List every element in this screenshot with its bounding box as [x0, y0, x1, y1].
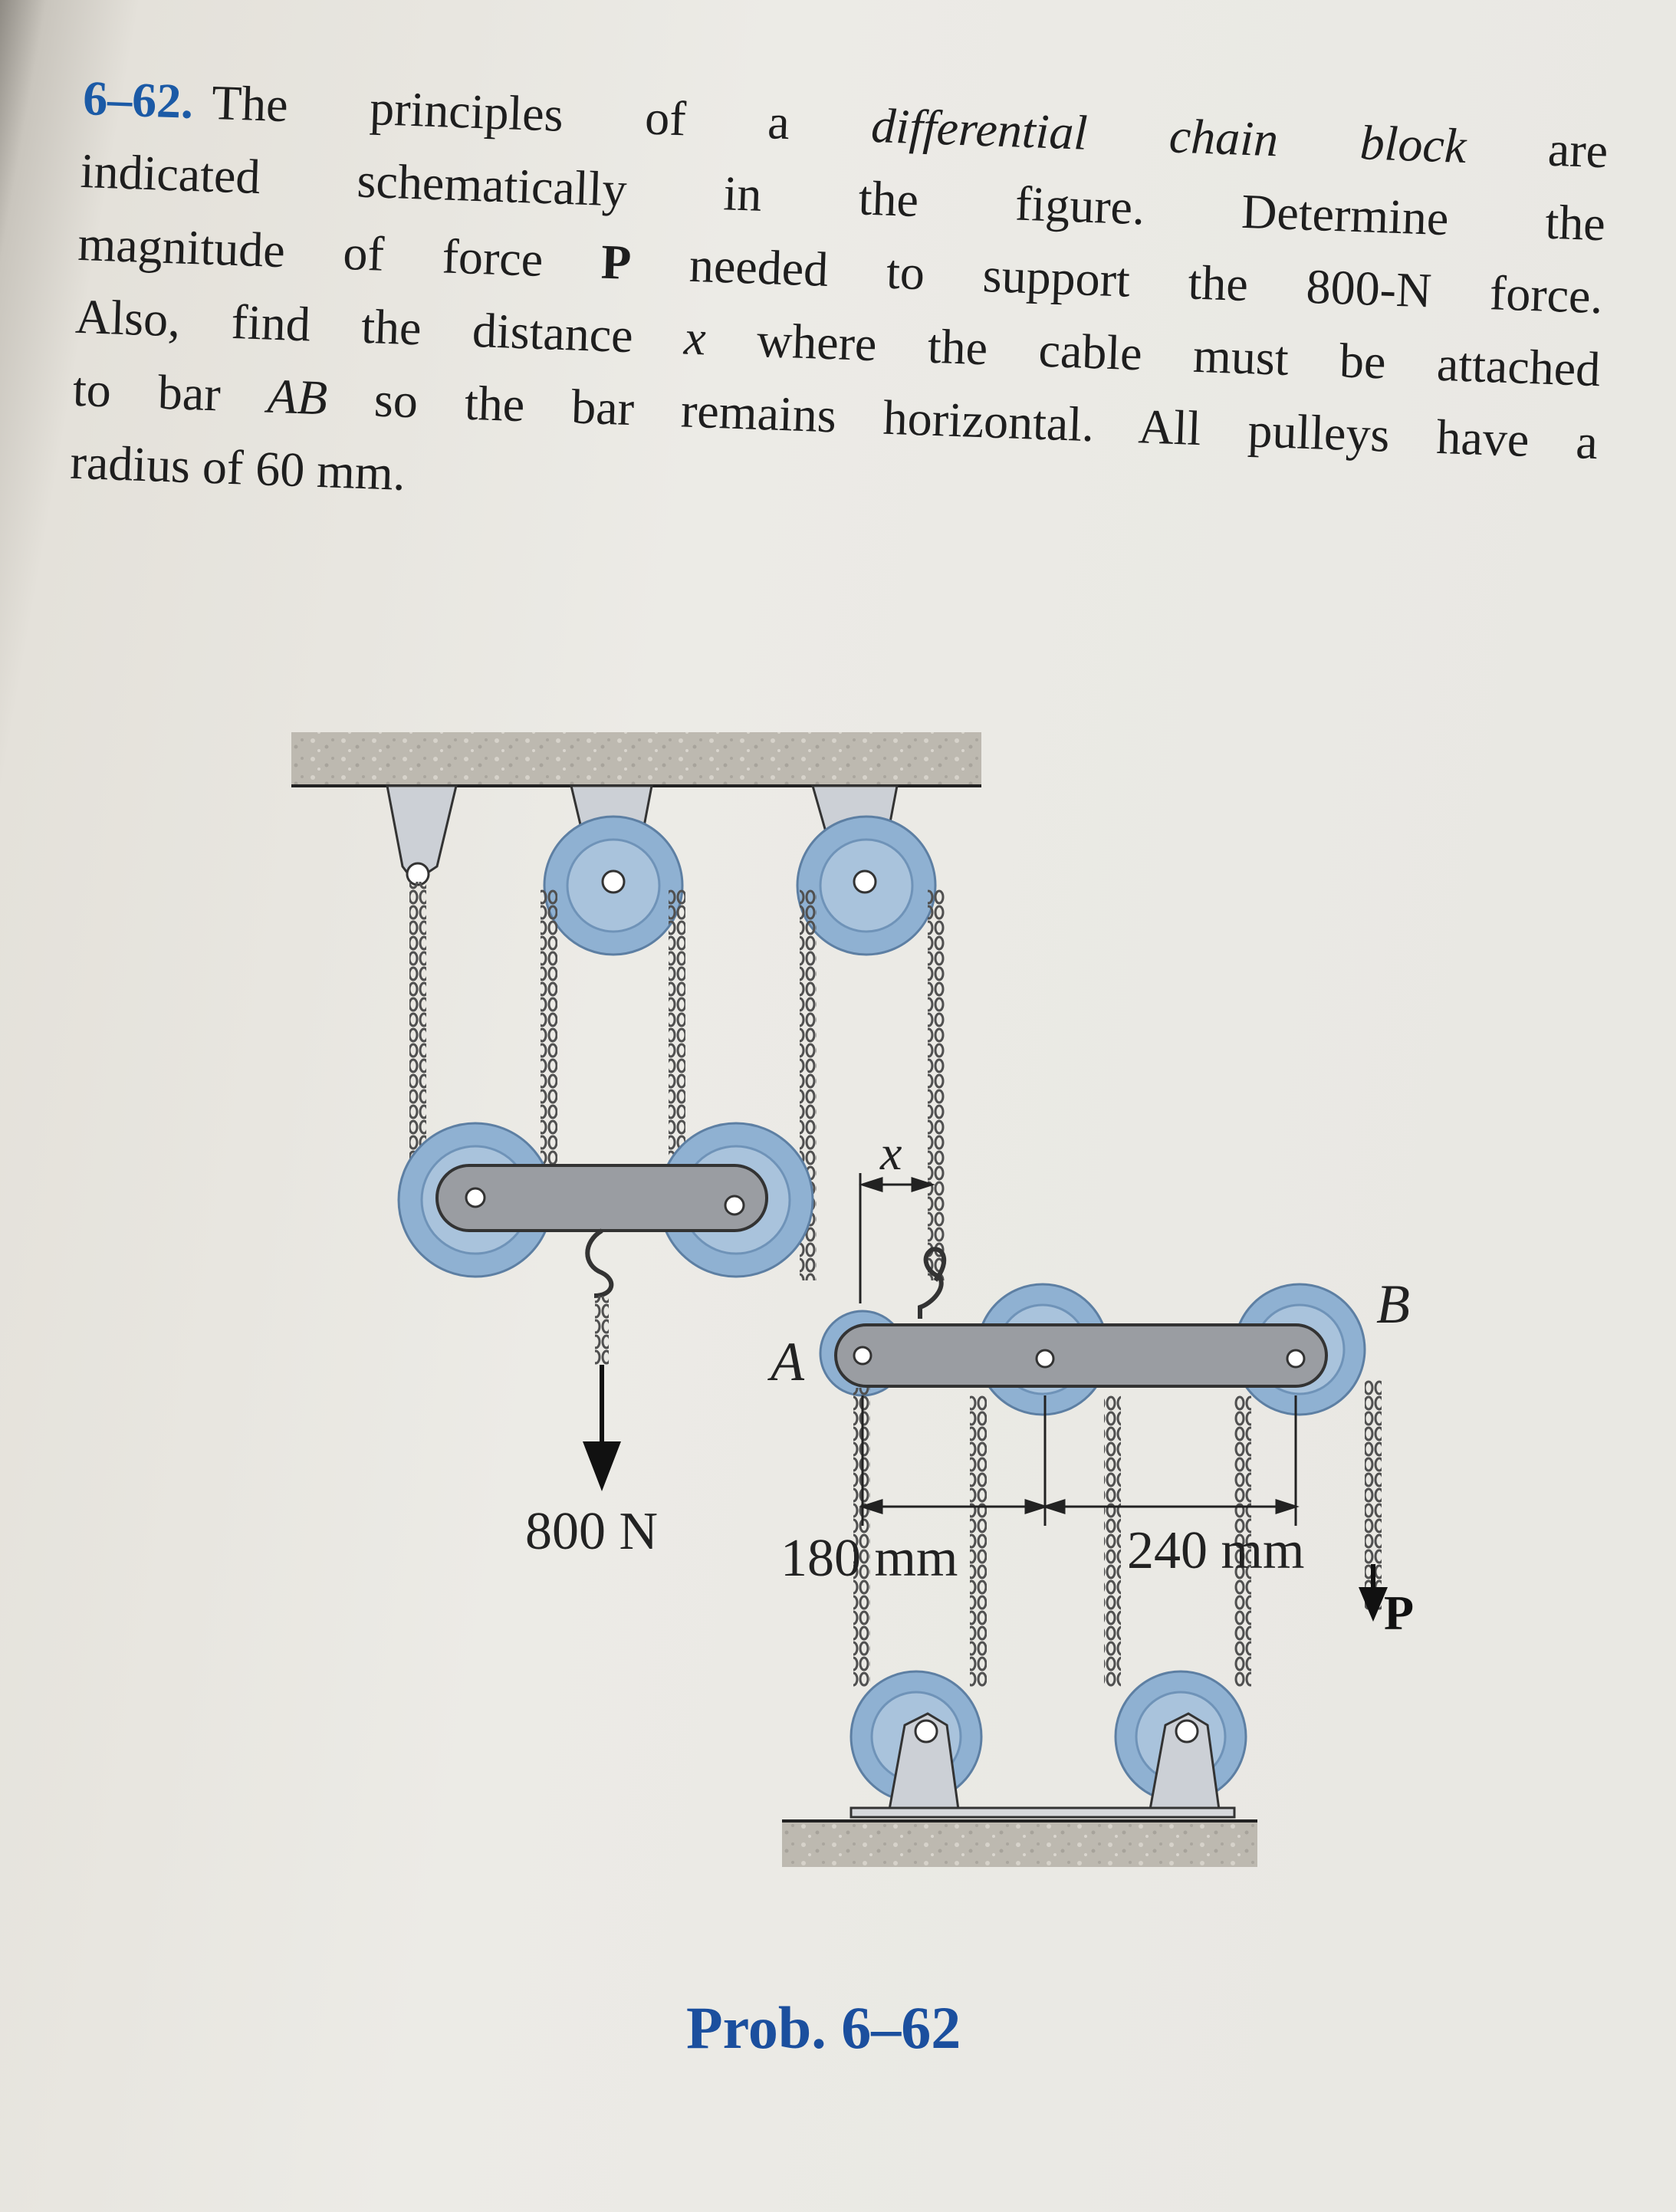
upper-movable-block	[397, 1122, 814, 1365]
load-label: 800 N	[525, 1502, 658, 1561]
label-b: B	[1376, 1274, 1410, 1335]
dimension-lines	[859, 1395, 1300, 1526]
p-arrow	[1359, 1564, 1388, 1622]
bottom-pulleys	[850, 1670, 1247, 1819]
label-x: x	[879, 1126, 902, 1180]
top-pulleys	[406, 815, 937, 956]
chains-upper	[409, 882, 945, 1280]
label-a: A	[767, 1331, 805, 1392]
ceiling	[291, 732, 981, 787]
load-arrow	[583, 1365, 621, 1491]
floor	[782, 1819, 1257, 1867]
ab-hook	[918, 1247, 947, 1319]
bar-ab	[834, 1323, 1328, 1388]
dimension-180: 180 mm	[780, 1529, 958, 1588]
x-dimension	[859, 1173, 935, 1303]
chains-lower	[853, 1380, 1382, 1687]
problem-caption: Prob. 6–62	[686, 1994, 961, 2061]
label-p: P	[1384, 1586, 1414, 1640]
dimension-240: 240 mm	[1127, 1521, 1304, 1580]
